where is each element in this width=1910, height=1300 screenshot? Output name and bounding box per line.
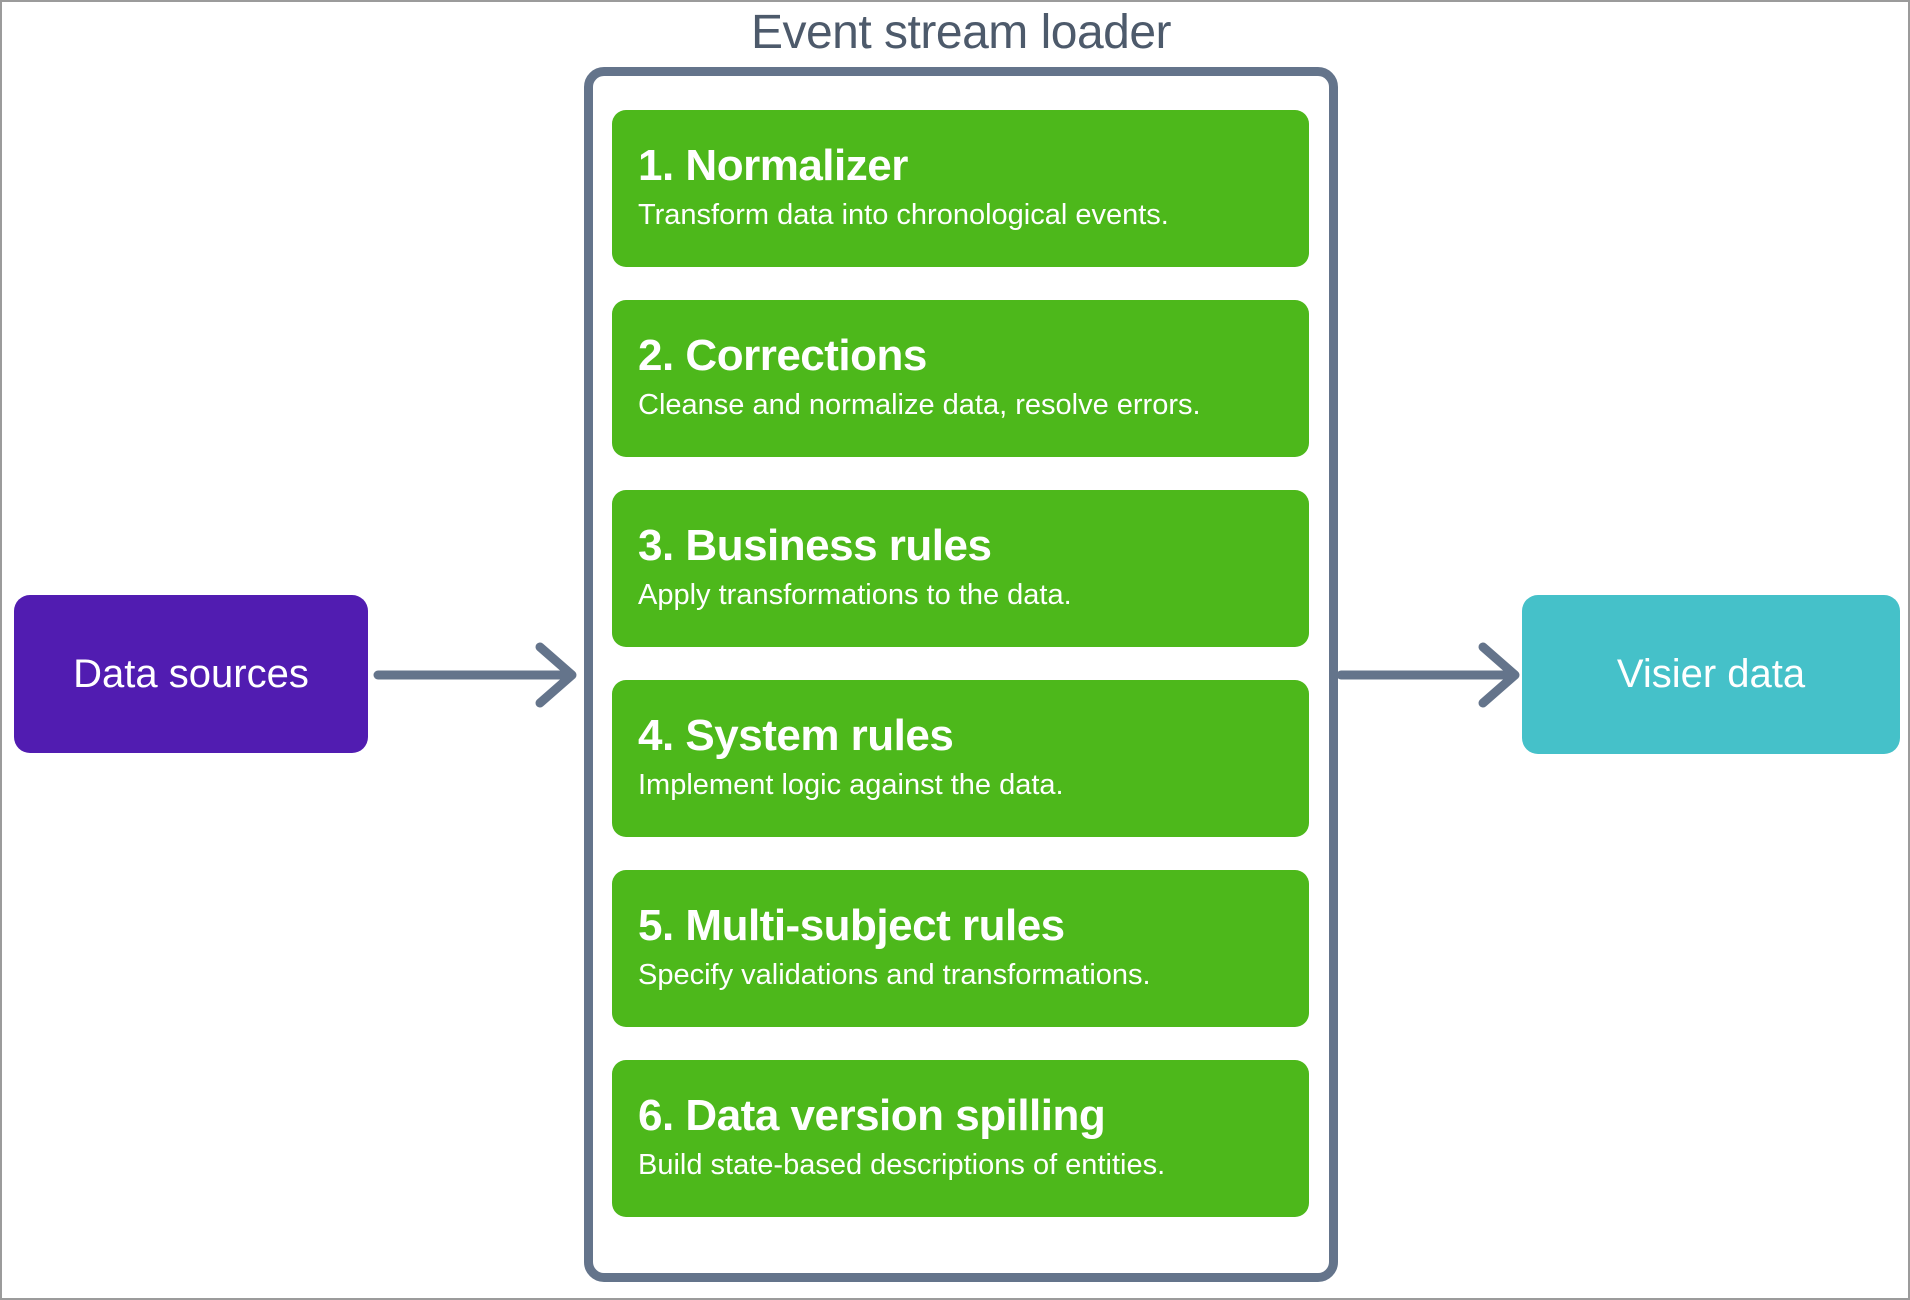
stage-title: 5. Multi-subject rules — [638, 900, 1065, 950]
stage-business-rules: 3. Business rules Apply transformations … — [612, 490, 1309, 647]
stage-title: 3. Business rules — [638, 520, 992, 570]
arrow-sources-to-loader-icon — [373, 638, 579, 712]
stage-normalizer: 1. Normalizer Transform data into chrono… — [612, 110, 1309, 267]
visier-data-label: Visier data — [1616, 652, 1806, 696]
loader-title: Event stream loader — [750, 6, 1172, 59]
visier-data-node: Visier data — [1522, 595, 1900, 754]
data-sources-label: Data sources — [73, 651, 309, 696]
stage-list: 1. Normalizer Transform data into chrono… — [612, 110, 1309, 1217]
stage-data-version-spilling: 6. Data version spilling Build state-bas… — [612, 1060, 1309, 1217]
stage-title: 1. Normalizer — [638, 140, 908, 190]
stage-title: 4. System rules — [638, 710, 954, 760]
stage-corrections: 2. Corrections Cleanse and normalize dat… — [612, 300, 1309, 457]
data-sources-node: Data sources — [14, 595, 368, 753]
stage-description: Build state-based descriptions of entiti… — [638, 1148, 1166, 1181]
stage-multi-subject-rules: 5. Multi-subject rules Specify validatio… — [612, 870, 1309, 1027]
stage-description: Transform data into chronological events… — [638, 198, 1169, 231]
stage-system-rules: 4. System rules Implement logic against … — [612, 680, 1309, 837]
stage-description: Apply transformations to the data. — [638, 578, 1072, 611]
stage-title: 6. Data version spilling — [638, 1090, 1106, 1140]
stage-description: Implement logic against the data. — [638, 768, 1064, 801]
stage-title: 2. Corrections — [638, 330, 927, 380]
stage-description: Specify validations and transformations. — [638, 958, 1151, 991]
arrow-loader-to-visier-icon — [1336, 638, 1522, 712]
stage-description: Cleanse and normalize data, resolve erro… — [638, 388, 1201, 421]
